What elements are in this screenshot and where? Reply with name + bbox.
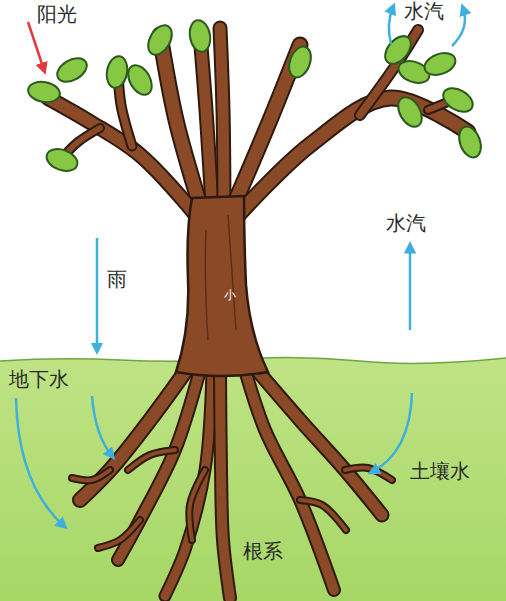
vapor-arrow — [409, 246, 412, 330]
leaf — [455, 124, 485, 161]
leaf — [27, 79, 62, 104]
leaves — [27, 19, 485, 175]
soil-water-arrow — [372, 393, 412, 472]
root — [128, 450, 175, 470]
roots-label: 根系 — [243, 540, 283, 562]
leaf — [285, 44, 315, 81]
tree-trunk — [176, 196, 268, 376]
watermark: 小 — [224, 289, 236, 302]
rain-label: 雨 — [107, 268, 127, 290]
root-outline — [345, 468, 392, 480]
branch — [200, 34, 212, 205]
groundwater-label: 地下水 — [9, 368, 69, 390]
leaf — [143, 21, 176, 59]
root — [98, 520, 140, 548]
branch-outline — [220, 28, 224, 205]
branches — [48, 28, 468, 215]
root-outline — [220, 372, 230, 598]
leaf — [393, 93, 426, 131]
root-outline — [189, 470, 205, 540]
leaf — [422, 49, 459, 79]
leaf — [104, 55, 129, 90]
root — [255, 368, 382, 515]
root — [345, 468, 392, 480]
bark-line — [205, 230, 208, 340]
sunlight-arrow — [28, 22, 44, 70]
groundwater-arrow — [92, 396, 112, 456]
root-outline — [165, 372, 212, 596]
leaf — [53, 53, 91, 86]
branch-outline — [200, 34, 212, 205]
branch — [220, 28, 224, 205]
ground — [0, 357, 506, 601]
root-outline — [72, 470, 110, 480]
leaf — [187, 19, 212, 54]
vapor-label: 水汽 — [386, 212, 426, 234]
root-outline — [255, 368, 382, 515]
vapor-arrow — [452, 8, 465, 46]
soil-water-label: 土壤水 — [410, 460, 470, 482]
groundwater-arrow — [16, 398, 64, 526]
sunlight-label: 阳光 — [37, 3, 77, 25]
root-outline — [300, 500, 346, 530]
root — [220, 372, 230, 598]
root-outline — [98, 520, 140, 548]
root — [165, 372, 212, 596]
leaf — [439, 83, 477, 116]
vapor-arrow — [389, 7, 393, 44]
root — [300, 500, 346, 530]
branch — [238, 98, 468, 215]
bark-line — [228, 215, 236, 330]
rain-arrow — [96, 238, 99, 350]
leaf — [123, 61, 156, 99]
branch-outline — [238, 98, 468, 215]
root — [72, 470, 110, 480]
root — [189, 470, 205, 540]
root-system — [72, 365, 392, 598]
root-outline — [128, 450, 175, 470]
vapor-label: 水汽 — [404, 0, 444, 22]
leaf — [44, 145, 81, 175]
